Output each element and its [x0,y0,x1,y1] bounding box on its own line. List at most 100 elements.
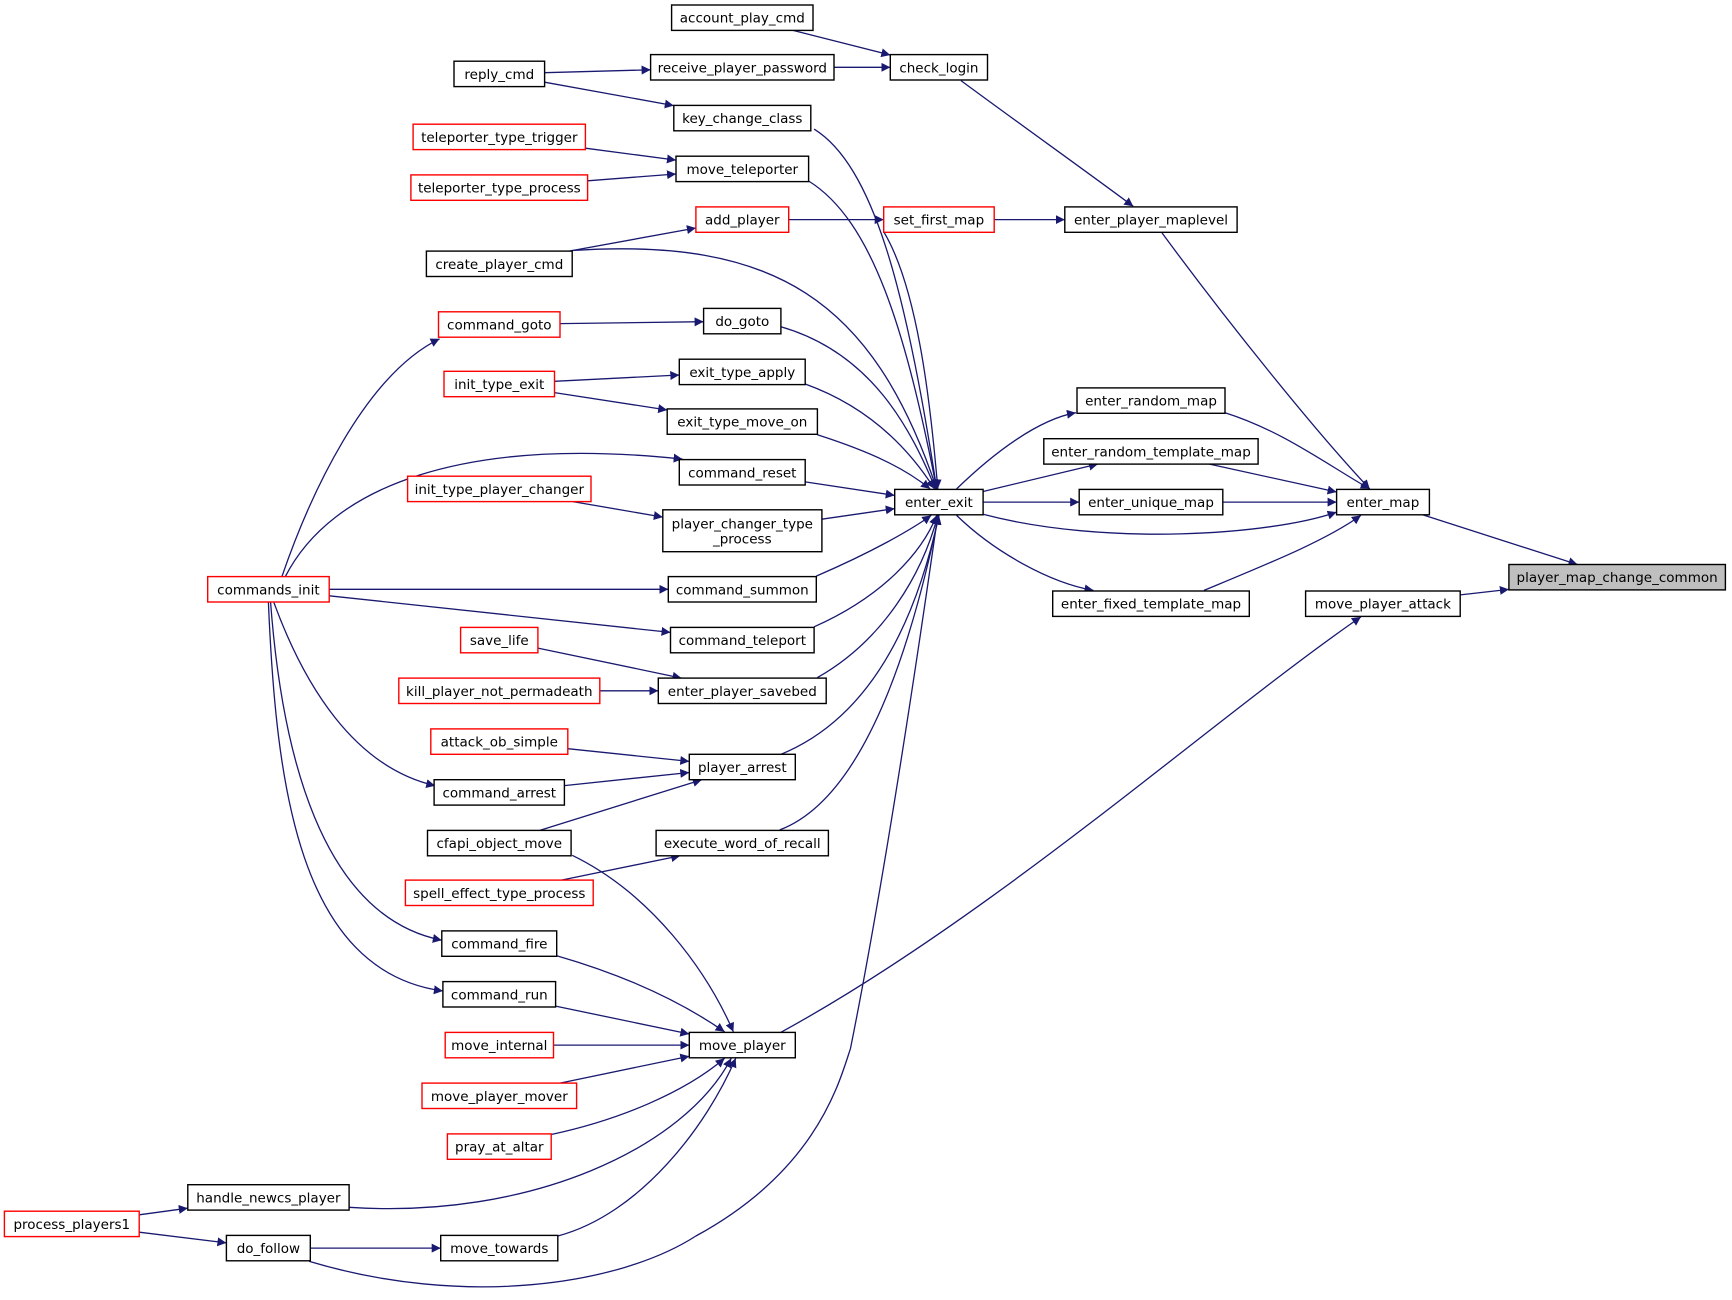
node-account-play-cmd[interactable]: account_play_cmd [670,4,814,32]
node-do-follow[interactable]: do_follow [225,1234,311,1262]
node-do-goto[interactable]: do_goto [702,307,782,335]
node-box [421,1082,578,1110]
node-receive-player-password[interactable]: receive_player_password [649,53,835,81]
node-command-reset[interactable]: command_reset [678,458,806,486]
node-enter-player-savebed[interactable]: enter_player_savebed [657,677,827,705]
node-teleporter-type-trigger[interactable]: teleporter_type_trigger [412,123,587,151]
node-cfapi-object-move[interactable]: cfapi_object_move [426,829,572,857]
edge-player_changer_type_process-to-enter_exit [821,505,895,520]
edge-command_run-to-move_player [555,1005,690,1037]
nodes-layer: player_map_change_common enter_map move_pl… [3,4,1727,1262]
node-box [398,677,601,705]
node-move-player[interactable]: move_player [688,1031,796,1059]
node-move-towards[interactable]: move_towards [440,1234,559,1262]
node-box [404,879,594,907]
node-label: exit_type_move_on [677,415,807,431]
node-create-player-cmd[interactable]: create_player_cmd [425,250,573,278]
node-command-teleport[interactable]: command_teleport [669,626,815,654]
node-add-player[interactable]: add_player [695,206,790,233]
node-move-player-attack[interactable]: move_player_attack [1304,590,1461,618]
node-move-player-mover[interactable]: move_player_mover [421,1082,578,1110]
node-key-change-class[interactable]: key_change_class [673,104,812,132]
node-box [426,829,572,857]
node-check-login[interactable]: check_login [889,53,989,81]
edge-process_players1-to-handle_newcs_player [139,1204,188,1216]
node-label: enter_player_savebed [668,684,817,700]
node-box [430,728,569,756]
node-box [688,753,796,781]
node-enter-player-maplevel[interactable]: enter_player_maplevel [1064,206,1238,233]
node-player-changer-type-process[interactable]: player_changer_type_process [662,509,823,553]
node-pray-at-altar[interactable]: pray_at_altar [446,1133,552,1161]
edge-do_goto-to-enter_exit [780,326,937,490]
node-enter-unique-map[interactable]: enter_unique_map [1078,488,1224,516]
node-box [187,1183,350,1211]
edge-commands_init-to-command_arrest [273,602,436,789]
node-box [678,358,806,386]
node-kill-player-not-permadeath[interactable]: kill_player_not_permadeath [398,677,601,705]
node-label: process_players1 [13,1217,130,1233]
edge-check_login-to-enter_player_maplevel [960,80,1134,207]
node-label: do_goto [715,314,769,330]
node-box [1051,590,1250,618]
node-enter-exit[interactable]: enter_exit [894,488,984,516]
node-exit-type-move-on[interactable]: exit_type_move_on [666,408,819,435]
node-label: enter_fixed_template_map [1061,597,1241,613]
node-move-internal[interactable]: move_internal [444,1031,555,1059]
node-attack-ob-simple[interactable]: attack_ob_simple [430,728,569,756]
edge-command_reset-to-enter_exit [805,481,895,499]
node-box [673,104,812,132]
node-box [406,475,592,503]
node-box [669,626,815,654]
edge-enter_exit-to-enter_fixed_template_map [956,514,1094,594]
node-set-first-map[interactable]: set_first_map [883,206,995,233]
node-box [667,575,817,603]
edge-commands_init-to-command_run [267,602,443,995]
node-label: command_reset [688,465,796,481]
node-exit-type-apply[interactable]: exit_type_apply [678,358,806,386]
node-move-teleporter[interactable]: move_teleporter [675,155,810,183]
node-label: command_summon [676,582,809,598]
edge-save_life-to-enter_player_savebed [537,647,682,681]
node-process-players1[interactable]: process_players1 [3,1210,140,1238]
edge-cfapi_object_move-to-move_player [571,854,734,1033]
node-box [225,1234,311,1262]
node-label: enter_player_maplevel [1074,213,1228,229]
node-player-map-change-common[interactable]: player_map_change_common [1508,563,1727,591]
node-handle-newcs-player[interactable]: handle_newcs_player [187,1183,350,1211]
node-spell-effect-type-process[interactable]: spell_effect_type_process [404,879,594,907]
edge-create_player_cmd-to-enter_exit [572,248,939,490]
node-teleporter-type-process[interactable]: teleporter_type_process [410,174,589,201]
edge-account_play_cmd-to-check_login [792,29,891,58]
node-command-summon[interactable]: command_summon [667,575,817,603]
node-save-life[interactable]: save_life [459,626,539,654]
node-enter-random-map[interactable]: enter_random_map [1076,387,1226,414]
node-init-type-exit[interactable]: init_type_exit [443,370,556,398]
node-enter-random-template-map[interactable]: enter_random_template_map [1043,438,1259,465]
node-reply-cmd[interactable]: reply_cmd [453,60,546,88]
node-command-goto[interactable]: command_goto [437,311,561,338]
edge-exit_type_move_on-to-enter_exit [817,434,931,490]
node-command-arrest[interactable]: command_arrest [433,779,566,806]
edge-exit_type_apply-to-enter_exit [804,383,936,490]
node-label: player_changer_type_process [672,516,813,547]
node-label: move_teleporter [686,162,798,178]
node-player-arrest[interactable]: player_arrest [688,753,796,781]
node-command-run[interactable]: command_run [442,980,557,1008]
node-box [688,1031,796,1059]
node-commands-init[interactable]: commands_init [206,575,330,603]
node-label: spell_effect_type_process [413,886,585,902]
node-enter-map[interactable]: enter_map [1335,488,1431,516]
node-box [889,53,989,81]
node-label: enter_map [1347,495,1420,511]
node-label: command_run [451,987,548,1003]
node-enter-fixed-template-map[interactable]: enter_fixed_template_map [1051,590,1250,618]
edge-handle_newcs_player-to-move_player [349,1057,732,1210]
edge-enter_player_savebed-to-enter_exit [817,515,940,679]
node-box [666,408,819,435]
node-box [649,53,835,81]
node-command-fire[interactable]: command_fire [441,930,558,958]
node-execute-word-of-recall[interactable]: execute_word_of_recall [655,829,830,857]
edge-cfapi_object_move-to-player_arrest [539,778,702,832]
node-init-type-player-changer[interactable]: init_type_player_changer [406,475,592,503]
